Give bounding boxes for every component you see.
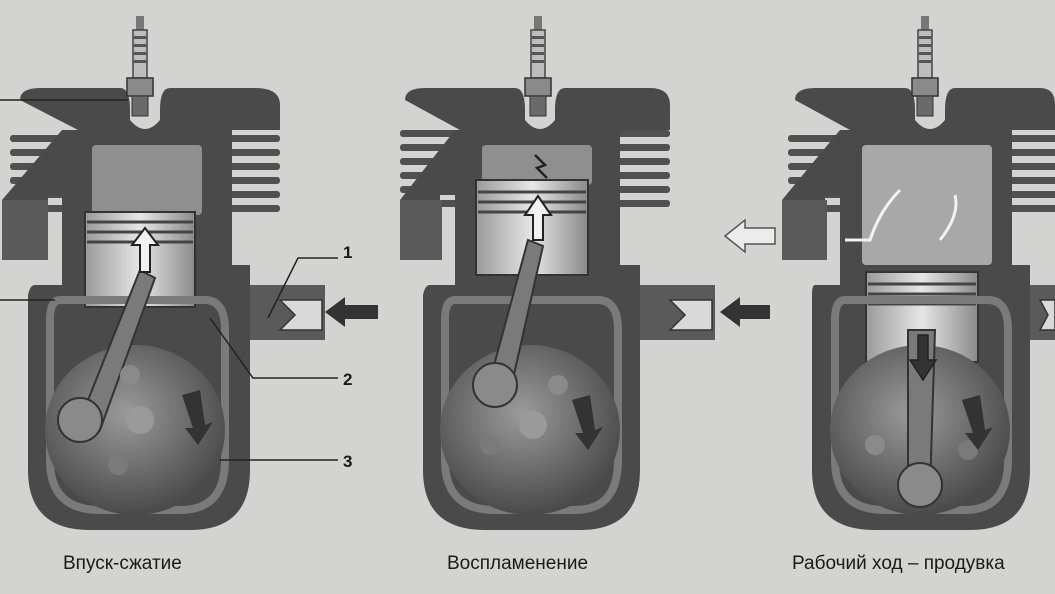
exhaust-port <box>400 200 442 260</box>
combustion-chamber <box>92 145 202 215</box>
arrow-down-icon <box>182 390 213 445</box>
callout-1-label: 1 <box>343 243 353 262</box>
arrow-down-icon <box>962 395 993 450</box>
gas-flow-arrow <box>845 188 902 242</box>
caption-ignition: Воспламенение <box>447 553 589 574</box>
combustion-chamber <box>482 145 592 185</box>
callout-1-leader <box>267 257 338 319</box>
reed-valve <box>1038 299 1055 331</box>
caption-power-scavenge: Рабочий ход – продувка <box>792 553 1005 574</box>
exhaust-port <box>782 200 827 260</box>
arrow-up-icon <box>129 226 161 273</box>
arrow-down-icon <box>908 334 938 382</box>
arrow-left-icon <box>720 297 770 327</box>
transfer-channel <box>46 296 229 514</box>
reed-valve <box>668 299 713 331</box>
callout-2-label: 2 <box>343 370 353 389</box>
spark-icon <box>534 154 548 179</box>
spark-plug-icon <box>911 15 939 117</box>
exhaust-port <box>2 200 48 260</box>
gas-flow-arrow <box>938 194 958 241</box>
caption-intake-compression: Впуск-сжатие <box>63 553 182 574</box>
spark-plug-icon <box>126 15 154 117</box>
panel-ignition <box>400 15 770 530</box>
panel-power-scavenge <box>723 15 1055 530</box>
callout-3-label: 3 <box>343 452 353 471</box>
panel-intake-compression <box>0 15 378 530</box>
arrow-up-icon <box>523 194 553 241</box>
arrow-left-icon <box>325 297 378 327</box>
arrow-down-icon <box>572 395 603 450</box>
transfer-channel <box>441 296 622 514</box>
exhaust-arrow-icon <box>723 218 776 254</box>
spark-plug-icon <box>524 15 552 117</box>
transfer-channel <box>831 296 1012 514</box>
combustion-chamber <box>862 145 992 265</box>
reed-valve <box>278 299 323 331</box>
callout-2-leader <box>209 317 338 379</box>
